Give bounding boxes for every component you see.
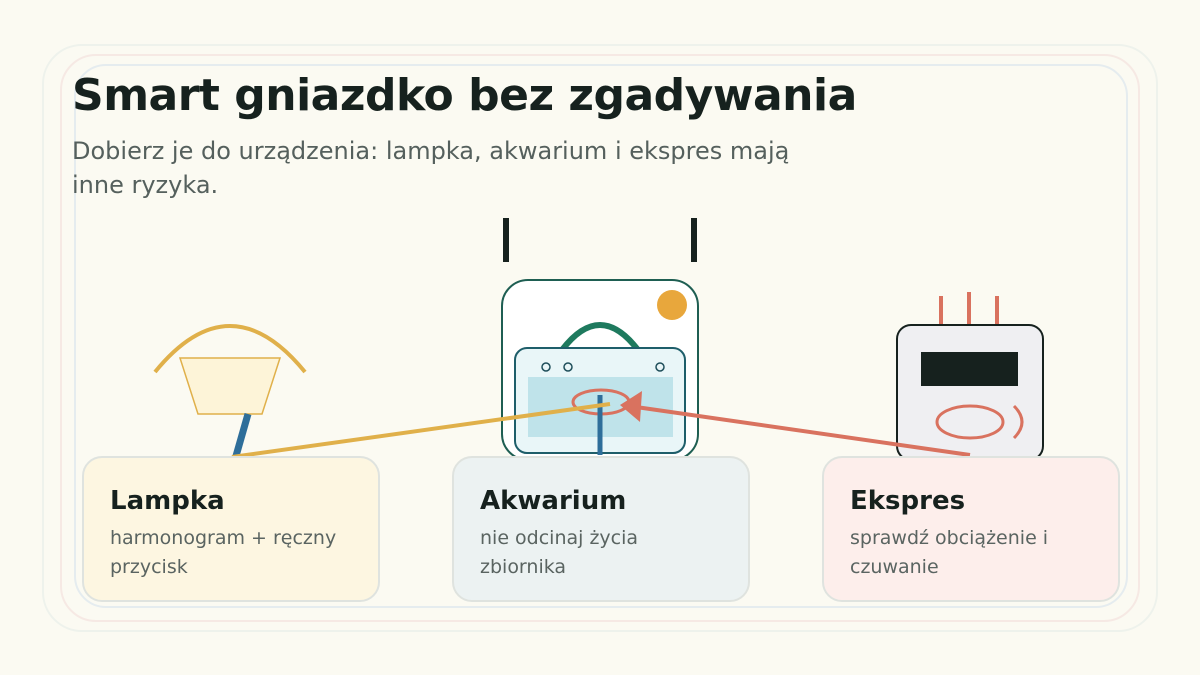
card-akwarium-desc: nie odcinaj życia zbiornika bbox=[480, 527, 639, 578]
card-akwarium: Akwarium nie odcinaj życia zbiornika bbox=[452, 456, 750, 602]
aquarium-icon bbox=[514, 347, 686, 455]
coffee-machine-icon bbox=[896, 292, 1044, 461]
card-akwarium-title: Akwarium bbox=[480, 486, 627, 516]
card-ekspres: Ekspres sprawdź obciążenie i czuwanie bbox=[822, 456, 1120, 602]
arrow-head-icon bbox=[620, 391, 642, 422]
page-title: Smart gniazdko bez zgadywania bbox=[72, 70, 857, 121]
outer-frame bbox=[42, 44, 1158, 632]
card-lampka-desc: harmonogram + ręczny przycisk bbox=[110, 527, 337, 578]
card-lampka-title: Lampka bbox=[110, 486, 225, 516]
card-ekspres-desc: sprawdź obciążenie i czuwanie bbox=[850, 527, 1049, 578]
middle-frame bbox=[60, 54, 1140, 622]
card-ekspres-title: Ekspres bbox=[850, 486, 966, 516]
inner-frame bbox=[74, 64, 1128, 608]
card-lampka: Lampka harmonogram + ręczny przycisk bbox=[82, 456, 380, 602]
express-connector-line bbox=[635, 405, 971, 457]
page-subtitle: Dobierz je do urządzenia: lampka, akwari… bbox=[72, 137, 790, 199]
lamp-connector-line bbox=[231, 402, 611, 459]
